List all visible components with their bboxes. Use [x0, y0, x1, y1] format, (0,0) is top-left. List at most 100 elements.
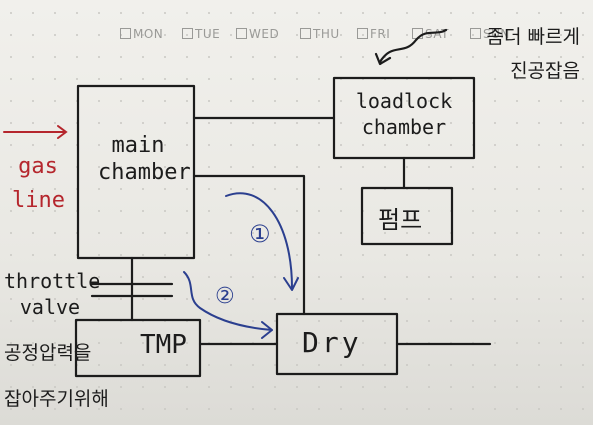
grid-dot: [164, 166, 166, 168]
grid-dot: [98, 254, 100, 256]
loadlock-chamber-label: loadlock chamber: [348, 88, 460, 140]
grid-dot: [120, 166, 122, 168]
grid-dot: [164, 34, 166, 36]
grid-dot: [450, 56, 452, 58]
pump-box: [360, 186, 454, 246]
grid-dot: [252, 386, 254, 388]
grid-dot: [142, 342, 144, 344]
grid-dot: [32, 166, 34, 168]
grid-dot: [538, 56, 540, 58]
flow-arrow-1: [225, 192, 299, 291]
grid-dot: [406, 408, 408, 410]
tmp-box: [74, 318, 202, 378]
grid-dot: [76, 298, 78, 300]
grid-dot: [54, 210, 56, 212]
grid-dot: [10, 254, 12, 256]
grid-dot: [296, 210, 298, 212]
grid-dot: [538, 232, 540, 234]
grid-dot: [32, 210, 34, 212]
grid-dot: [450, 276, 452, 278]
throttle-valve-label-line1: throttle: [4, 269, 101, 293]
grid-dot: [516, 166, 518, 168]
grid-dot: [516, 342, 518, 344]
grid-dot: [560, 386, 562, 388]
grid-dot: [340, 34, 342, 36]
grid-dot: [472, 12, 474, 14]
grid-dot: [428, 34, 430, 36]
grid-dot: [120, 144, 122, 146]
grid-dot: [384, 298, 386, 300]
grid-dot: [340, 298, 342, 300]
grid-dot: [450, 100, 452, 102]
grid-dot: [582, 276, 584, 278]
note-arrowhead: [374, 52, 392, 66]
grid-dot: [472, 56, 474, 58]
grid-dot: [164, 254, 166, 256]
grid-dot: [98, 276, 100, 278]
grid-dot: [582, 100, 584, 102]
grid-dot: [230, 254, 232, 256]
grid-dot: [516, 364, 518, 366]
grid-dot: [120, 12, 122, 14]
grid-dot: [384, 144, 386, 146]
grid-dot: [450, 254, 452, 256]
grid-dot: [252, 232, 254, 234]
grid-dot: [54, 320, 56, 322]
grid-dot: [208, 276, 210, 278]
grid-dot: [142, 210, 144, 212]
grid-dot: [494, 122, 496, 124]
grid-dot: [76, 276, 78, 278]
grid-dot: [340, 232, 342, 234]
grid-dot: [274, 210, 276, 212]
grid-dot: [274, 122, 276, 124]
grid-dot: [208, 12, 210, 14]
grid-dot: [296, 254, 298, 256]
grid-dot: [274, 166, 276, 168]
grid-dot: [516, 210, 518, 212]
grid-dot: [186, 210, 188, 212]
grid-dot: [76, 386, 78, 388]
note-squiggle-arrow: [378, 28, 448, 64]
grid-dot: [362, 122, 364, 124]
grid-dot: [450, 34, 452, 36]
grid-dot: [230, 166, 232, 168]
grid-dot: [164, 56, 166, 58]
grid-dot: [120, 342, 122, 344]
grid-dot: [560, 408, 562, 410]
grid-dot: [428, 210, 430, 212]
grid-dot: [274, 144, 276, 146]
grid-dot: [98, 232, 100, 234]
grid-dot: [340, 320, 342, 322]
grid-dot: [76, 78, 78, 80]
grid-dot: [296, 232, 298, 234]
grid-dot: [340, 210, 342, 212]
grid-dot: [98, 34, 100, 36]
grid-dot: [208, 144, 210, 146]
grid-dot: [208, 78, 210, 80]
grid-dot: [428, 254, 430, 256]
grid-dot: [516, 386, 518, 388]
gas-line-label-line1: gas: [18, 154, 58, 179]
grid-dot: [164, 188, 166, 190]
grid-dot: [362, 100, 364, 102]
grid-dot: [538, 408, 540, 410]
weekday-tue: TUE: [182, 27, 220, 41]
grid-dot: [32, 100, 34, 102]
grid-dot: [538, 122, 540, 124]
grid-dot: [186, 144, 188, 146]
grid-dot: [450, 364, 452, 366]
grid-dot: [538, 144, 540, 146]
grid-dot: [54, 364, 56, 366]
grid-dot: [428, 320, 430, 322]
grid-dot: [340, 122, 342, 124]
grid-dot: [186, 100, 188, 102]
grid-dot: [494, 34, 496, 36]
grid-dot: [516, 254, 518, 256]
grid-dot: [76, 12, 78, 14]
grid-dot: [406, 364, 408, 366]
grid-dot: [384, 254, 386, 256]
grid-dot: [54, 144, 56, 146]
grid-dot: [384, 386, 386, 388]
main-chamber-label-line2: chamber: [98, 160, 191, 185]
